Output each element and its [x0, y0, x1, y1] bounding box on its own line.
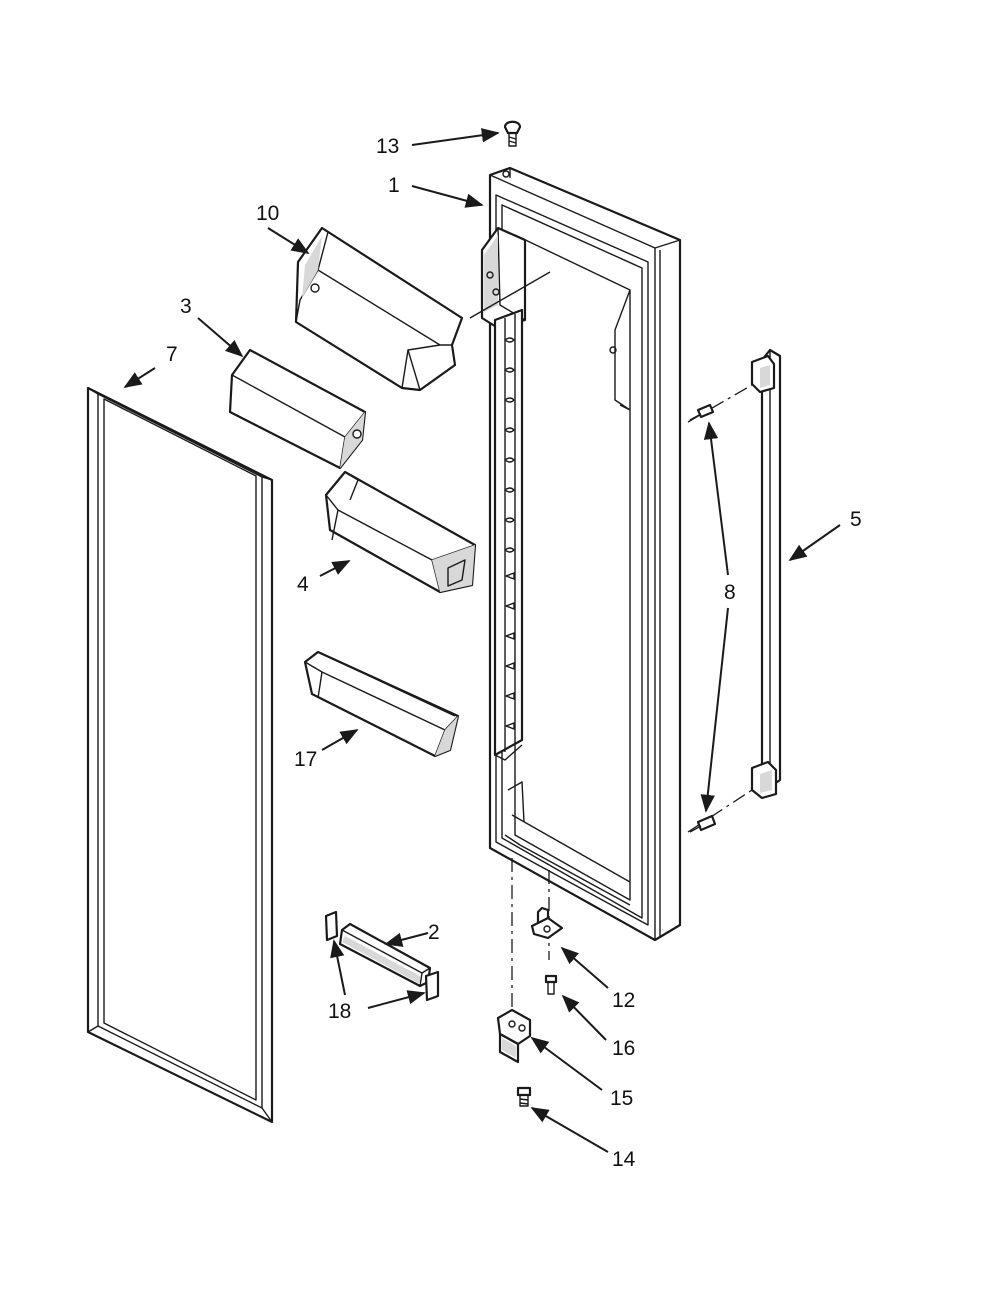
callout-12: 12 [612, 989, 635, 1012]
callout-10: 10 [256, 202, 279, 225]
callout-15: 15 [610, 1087, 633, 1110]
callout-17: 17 [294, 748, 317, 771]
callout-3: 3 [180, 295, 192, 318]
callout-arrows [123, 128, 841, 1153]
callout-18: 18 [328, 1000, 351, 1023]
part-trim-bracket [338, 922, 432, 988]
callout-5: 5 [850, 508, 862, 531]
part-door-gasket [86, 386, 274, 1124]
callout-7: 7 [166, 343, 178, 366]
rail-slots [504, 337, 515, 730]
callout-13: 13 [376, 135, 399, 158]
callout-8: 8 [724, 581, 736, 604]
part-dairy-door [228, 348, 367, 470]
part-end-cap [324, 910, 440, 1002]
part-hinge-screw-small [544, 974, 558, 995]
part-upper-door-bin [294, 226, 464, 392]
part-handle-screw-lower [687, 789, 753, 833]
part-top-screw [503, 120, 522, 147]
callout-14: 14 [612, 1148, 636, 1171]
part-bottom-hinge [496, 1008, 532, 1064]
callout-4: 4 [297, 573, 309, 596]
part-hinge-pin [530, 906, 564, 940]
part-handle-trim [750, 348, 782, 800]
callout-1: 1 [388, 174, 400, 197]
part-door-assembly [469, 166, 682, 942]
part-handle-screw-upper [687, 384, 753, 423]
callout-2: 2 [428, 921, 440, 944]
part-hinge-screw [516, 1086, 532, 1107]
callout-16: 16 [612, 1037, 635, 1060]
part-door-bin [324, 470, 477, 594]
part-lower-door-bin [303, 650, 460, 758]
